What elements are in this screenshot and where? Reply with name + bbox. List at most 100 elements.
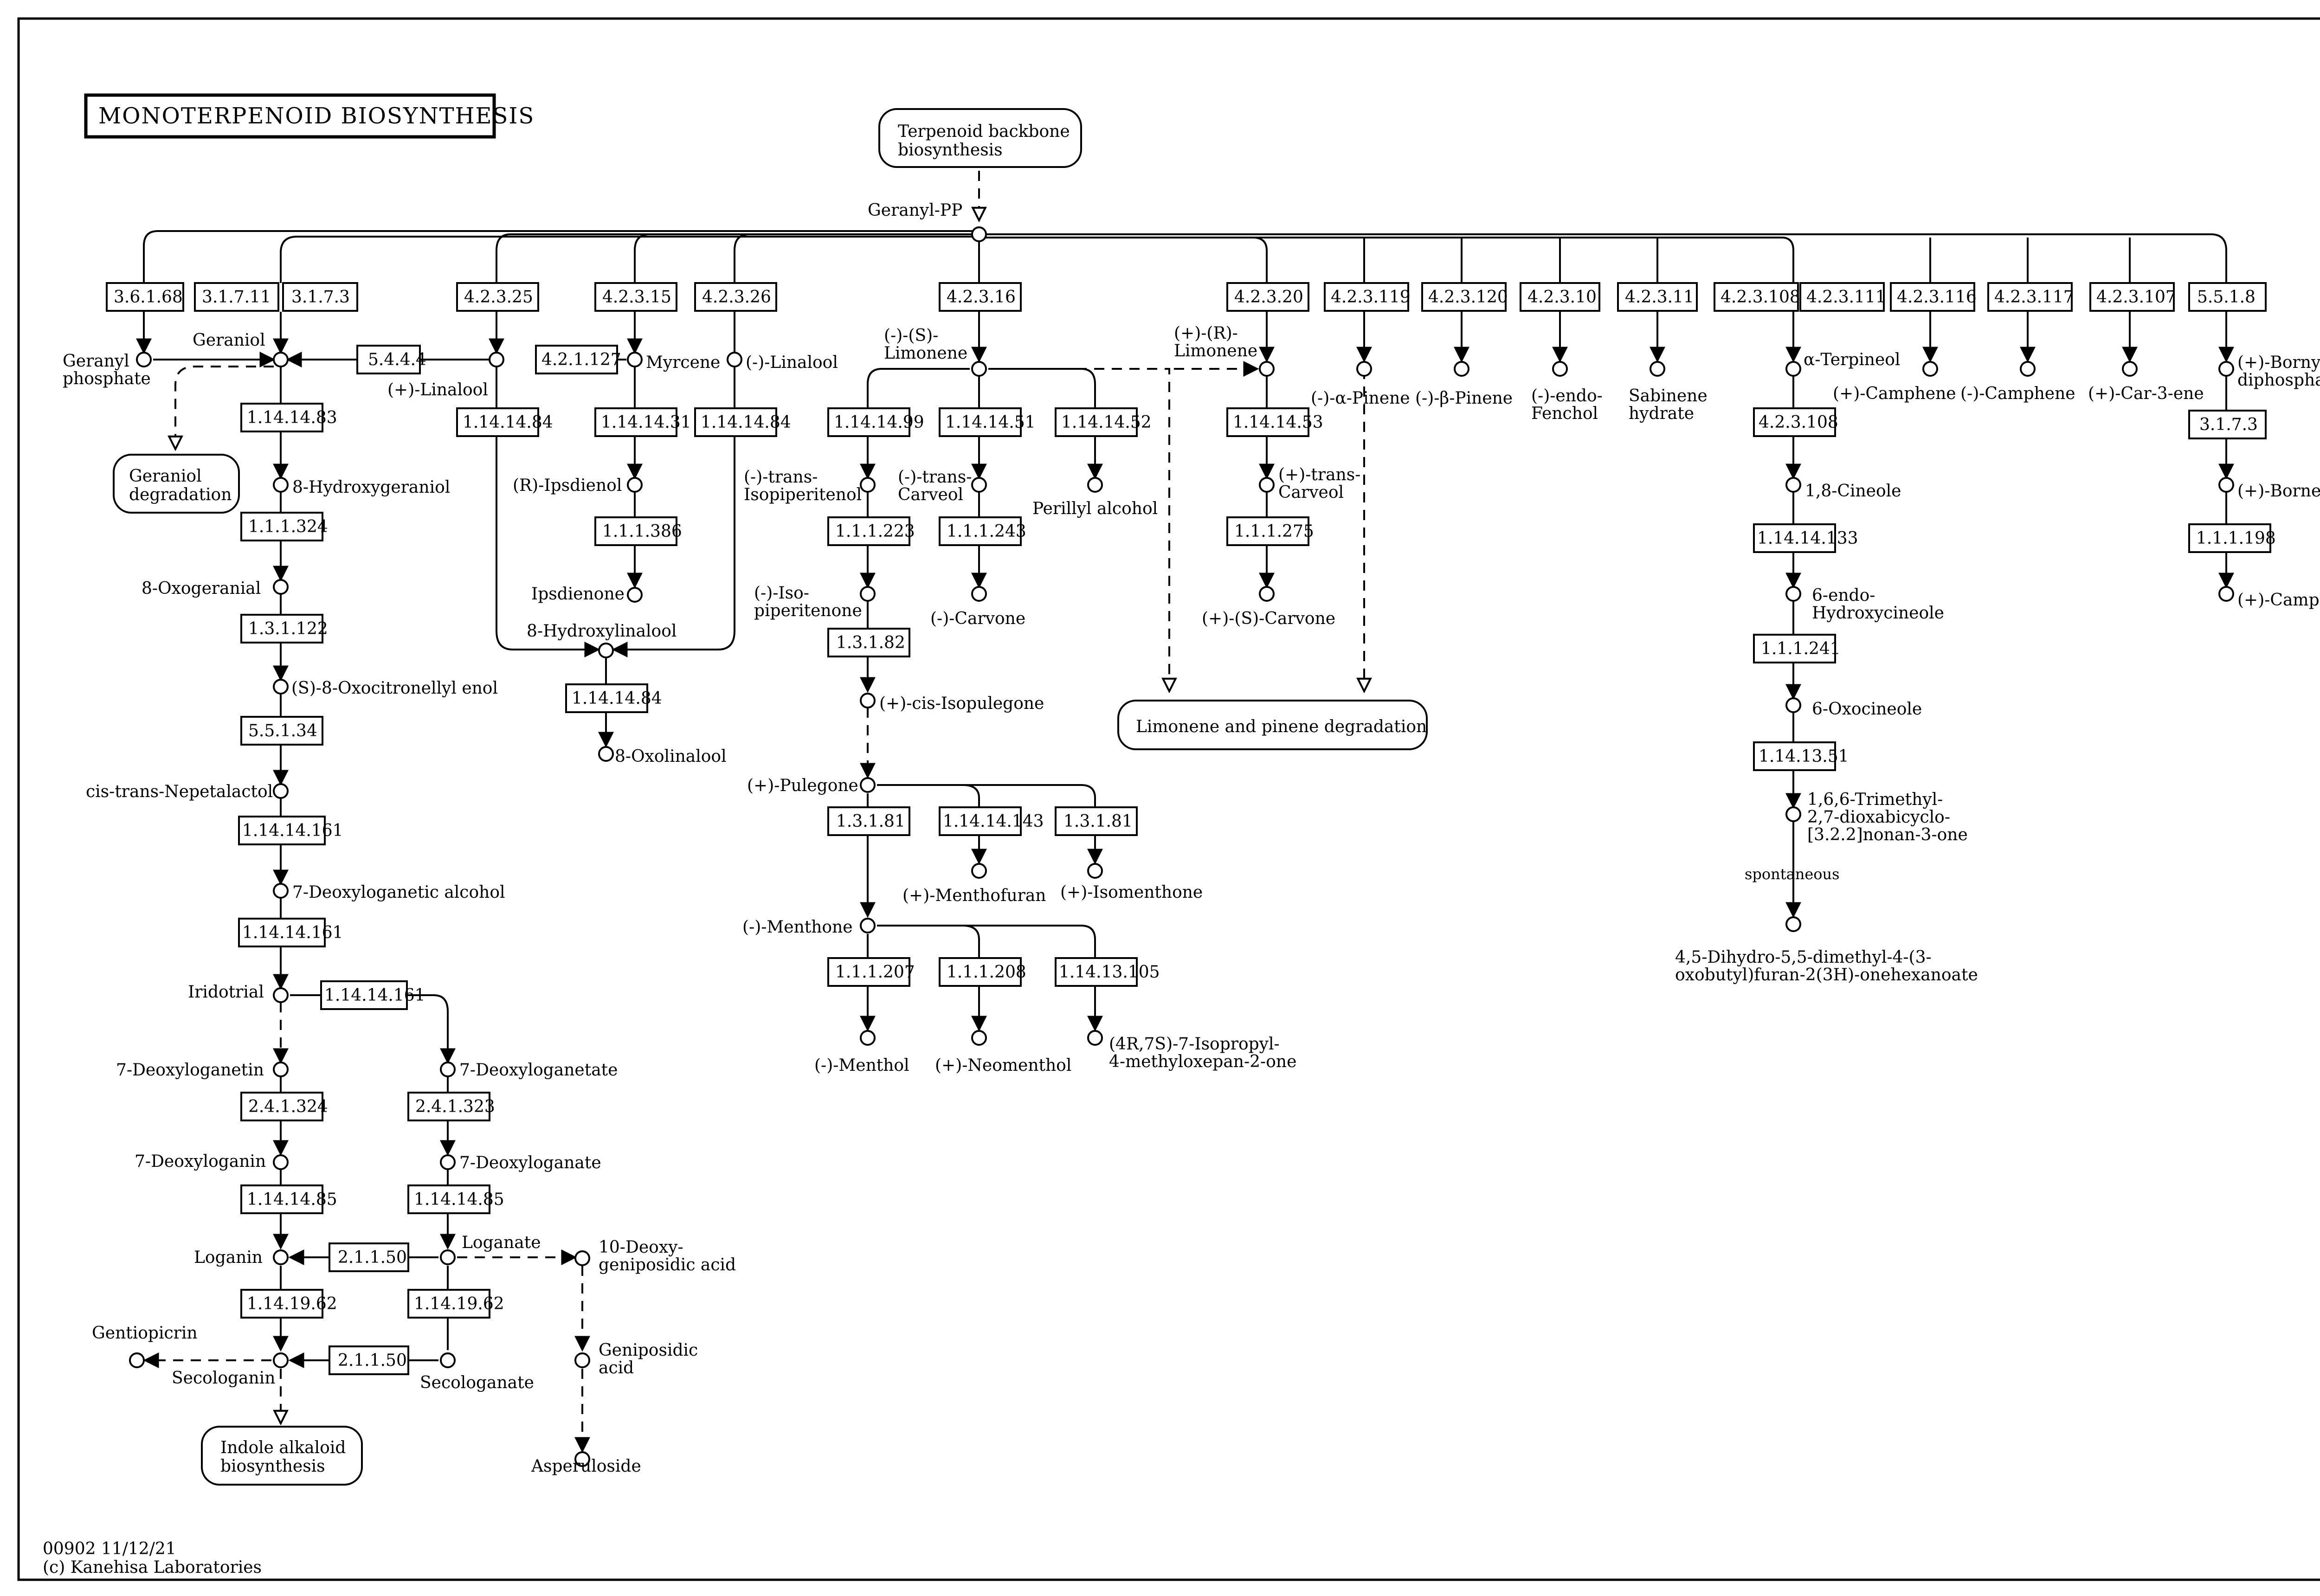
node-ipsdienol[interactable]	[627, 477, 643, 493]
ec-4-2-3-119[interactable]: 4.2.3.119	[1324, 282, 1411, 312]
node-loganate[interactable]	[440, 1249, 456, 1265]
ec-1-3-1-81-a[interactable]: 1.3.1.81	[827, 806, 910, 836]
ec-3-1-7-3[interactable]: 3.1.7.3	[282, 282, 358, 312]
ec-4-2-3-108-b[interactable]: 4.2.3.108	[1753, 407, 1838, 437]
node-hydroxylinalool[interactable]	[598, 643, 614, 658]
ec-1-14-14-52[interactable]: 1.14.14.52	[1055, 407, 1152, 437]
ec-1-14-14-85-a[interactable]: 1.14.14.85	[240, 1184, 337, 1214]
ec-1-14-14-51[interactable]: 1.14.14.51	[939, 407, 1036, 437]
node-secologanin[interactable]	[273, 1352, 289, 1368]
node-pulegone[interactable]	[860, 777, 876, 793]
node-endo-fenchol[interactable]	[1552, 361, 1568, 377]
ec-1-14-14-84-a[interactable]: 1.14.14.84	[456, 407, 553, 437]
node-r-limonene[interactable]	[1259, 361, 1275, 377]
ec-1-1-1-241[interactable]: 1.1.1.241	[1753, 634, 1841, 663]
node-menthone[interactable]	[860, 918, 876, 933]
node-cis-isopulegone[interactable]	[860, 693, 876, 708]
map-link-indole-alkaloid[interactable]: Indole alkaloid biosynthesis	[201, 1426, 363, 1486]
ec-3-6-1-68[interactable]: 3.6.1.68	[106, 282, 184, 312]
ec-1-14-14-143[interactable]: 1.14.14.143	[939, 806, 1044, 836]
node-beta-pinene[interactable]	[1454, 361, 1469, 377]
node-oxocitronellyl[interactable]	[273, 679, 289, 695]
ec-1-14-14-31[interactable]: 1.14.14.31	[594, 407, 691, 437]
node-deoxyloganetin[interactable]	[273, 1062, 289, 1077]
ec-1-14-14-161-b[interactable]: 1.14.14.161	[238, 918, 343, 947]
node-dihydro-furan[interactable]	[1785, 916, 1801, 932]
node-borneol[interactable]	[2218, 477, 2234, 493]
ec-3-1-7-11[interactable]: 3.1.7.11	[194, 282, 279, 312]
ec-4-2-3-111[interactable]: 4.2.3.111	[1799, 282, 1886, 312]
ec-1-1-1-243[interactable]: 1.1.1.243	[939, 516, 1026, 546]
ec-4-2-3-20[interactable]: 4.2.3.20	[1226, 282, 1309, 312]
ec-4-2-3-26[interactable]: 4.2.3.26	[694, 282, 777, 312]
ec-1-1-1-275[interactable]: 1.1.1.275	[1226, 516, 1314, 546]
node-hydroxygeraniol[interactable]	[273, 477, 289, 493]
ec-1-14-14-83[interactable]: 1.14.14.83	[240, 403, 337, 432]
ec-1-14-14-99[interactable]: 1.14.14.99	[827, 407, 924, 437]
node-isopropyl-oxepan[interactable]	[1087, 1030, 1103, 1046]
ec-5-4-4-4[interactable]: 5.4.4.4	[356, 345, 426, 374]
ec-1-14-14-53[interactable]: 1.14.14.53	[1226, 407, 1323, 437]
node-linalool-plus[interactable]	[489, 352, 504, 367]
ec-4-2-1-127[interactable]: 4.2.1.127	[535, 345, 621, 374]
ec-4-2-3-116[interactable]: 4.2.3.116	[1890, 282, 1977, 312]
ec-2-4-1-323[interactable]: 2.4.1.323	[407, 1092, 495, 1121]
node-linalool-minus[interactable]	[727, 352, 742, 367]
ec-4-2-3-108[interactable]: 4.2.3.108	[1714, 282, 1800, 312]
map-link-geraniol-degradation[interactable]: Geraniol degradation	[113, 454, 240, 514]
map-link-terpenoid-backbone[interactable]: Terpenoid backbone biosynthesis	[878, 108, 1082, 168]
node-oxogeranial[interactable]	[273, 579, 289, 595]
node-bornyl-diphosphate[interactable]	[2218, 361, 2234, 377]
ec-1-1-1-208[interactable]: 1.1.1.208	[939, 957, 1026, 987]
node-isopiperitenone[interactable]	[860, 586, 876, 602]
map-link-limonene-pinene-degradation[interactable]: Limonene and pinene degradation	[1117, 700, 1428, 750]
node-geraniol[interactable]	[273, 352, 289, 367]
ec-4-2-3-16[interactable]: 4.2.3.16	[939, 282, 1022, 312]
node-deoxyloganin[interactable]	[273, 1154, 289, 1170]
node-loganin[interactable]	[273, 1249, 289, 1265]
ec-2-1-1-50-b[interactable]: 2.1.1.50	[329, 1345, 409, 1375]
ec-1-14-19-62-a[interactable]: 1.14.19.62	[240, 1289, 337, 1319]
node-asperuloside[interactable]	[574, 1451, 590, 1467]
node-geranyl-phosphate[interactable]	[136, 352, 152, 367]
ec-1-14-13-51[interactable]: 1.14.13.51	[1753, 741, 1849, 771]
node-sabinene-hydrate[interactable]	[1650, 361, 1665, 377]
ec-1-1-1-324[interactable]: 1.1.1.324	[240, 512, 328, 541]
ec-1-3-1-122[interactable]: 1.3.1.122	[240, 614, 328, 644]
ec-4-2-3-120[interactable]: 4.2.3.120	[1421, 282, 1508, 312]
ec-1-3-1-81-b[interactable]: 1.3.1.81	[1055, 806, 1138, 836]
ec-2-1-1-50-a[interactable]: 2.1.1.50	[329, 1242, 409, 1272]
node-carvone-minus[interactable]	[971, 586, 987, 602]
ec-1-14-14-84-c[interactable]: 1.14.14.84	[565, 683, 662, 713]
ec-4-2-3-107[interactable]: 4.2.3.107	[2089, 282, 2176, 312]
node-cineole[interactable]	[1785, 477, 1801, 493]
node-oxolinalool[interactable]	[598, 746, 614, 762]
ec-1-14-19-62-b[interactable]: 1.14.19.62	[407, 1289, 504, 1319]
node-nepetalactol[interactable]	[273, 783, 289, 799]
ec-5-5-1-8[interactable]: 5.5.1.8	[2188, 282, 2267, 312]
node-trans-isopiperitenol[interactable]	[860, 477, 876, 493]
node-oxocineole[interactable]	[1785, 697, 1801, 713]
ec-1-14-14-85-b[interactable]: 1.14.14.85	[407, 1184, 504, 1214]
ec-1-14-14-84-b[interactable]: 1.14.14.84	[694, 407, 791, 437]
node-ipsdienone[interactable]	[627, 587, 643, 603]
node-deoxygeniposidic[interactable]	[574, 1250, 590, 1266]
node-menthofuran[interactable]	[971, 863, 987, 879]
node-neomenthol[interactable]	[971, 1030, 987, 1046]
node-car3ene[interactable]	[2122, 361, 2138, 377]
node-menthol[interactable]	[860, 1030, 876, 1046]
node-hydroxycineole[interactable]	[1785, 586, 1801, 602]
node-deoxyloganetic-alcohol[interactable]	[273, 883, 289, 899]
ec-1-14-14-161-c[interactable]: 1.14.14.161	[320, 980, 425, 1010]
node-geniposidic[interactable]	[574, 1352, 590, 1368]
node-s-carvone-plus[interactable]	[1259, 586, 1275, 602]
ec-1-1-1-198[interactable]: 1.1.1.198	[2188, 523, 2276, 553]
node-camphene-plus[interactable]	[1922, 361, 1938, 377]
ec-4-2-3-25[interactable]: 4.2.3.25	[456, 282, 539, 312]
ec-4-2-3-10[interactable]: 4.2.3.10	[1520, 282, 1600, 312]
ec-4-2-3-15[interactable]: 4.2.3.15	[594, 282, 677, 312]
ec-3-1-7-3-b[interactable]: 3.1.7.3	[2188, 410, 2267, 439]
node-myrcene[interactable]	[627, 352, 643, 367]
node-deoxyloganate[interactable]	[440, 1154, 456, 1170]
node-perillyl-alcohol[interactable]	[1087, 477, 1103, 493]
